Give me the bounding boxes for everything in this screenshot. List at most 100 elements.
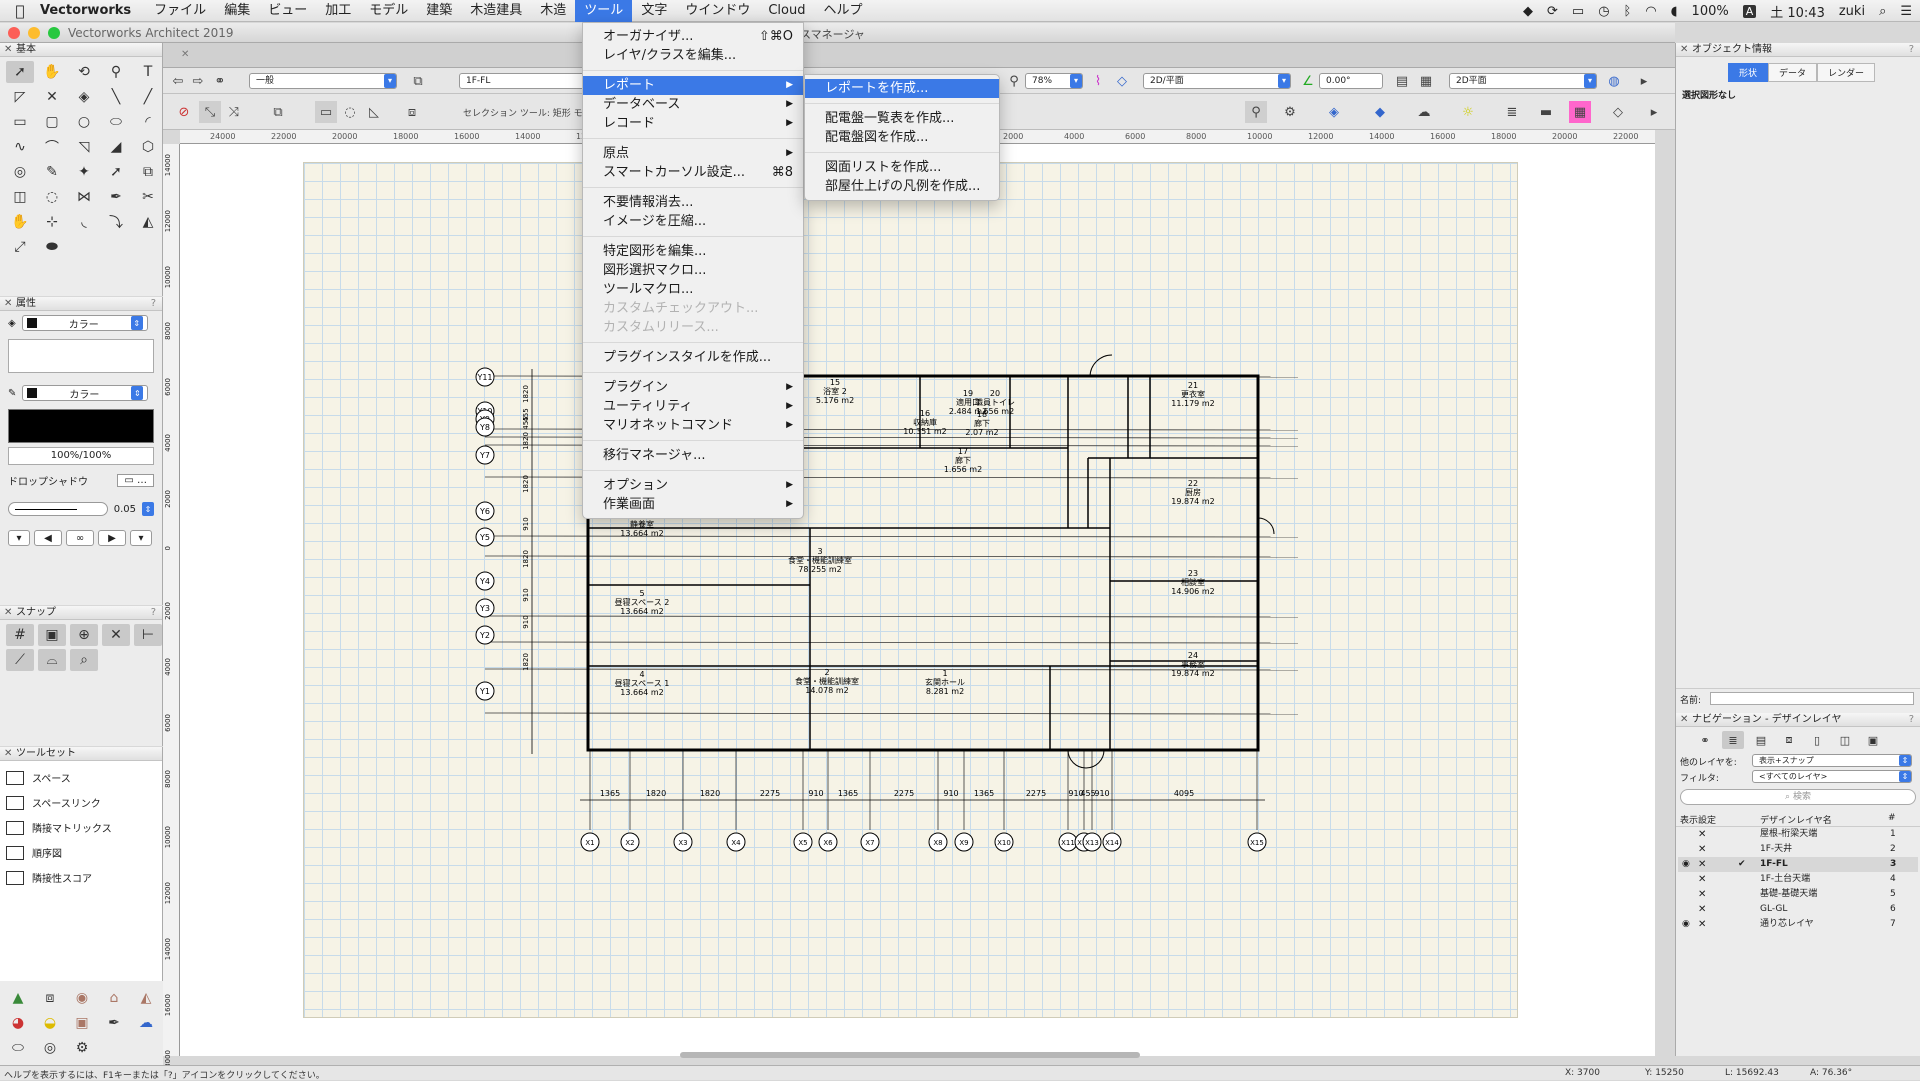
scale-tool-icon[interactable]: ⤢ bbox=[14, 239, 26, 255]
dropshadow-button[interactable]: ▭ … bbox=[117, 474, 154, 487]
landscape-tool-icon[interactable]: ◕ bbox=[11, 1015, 25, 1031]
dims-tool-icon[interactable]: ✒ bbox=[108, 1015, 120, 1031]
view-icon[interactable]: ◇ bbox=[1117, 73, 1127, 89]
snap-grid-icon[interactable]: # bbox=[6, 624, 34, 646]
toolset-item[interactable]: スペース bbox=[6, 765, 156, 790]
hidden-icon[interactable]: ✕ bbox=[1698, 889, 1707, 900]
layer-search-input[interactable]: ⌕ 検索 bbox=[1680, 789, 1916, 805]
viewports-tab-icon[interactable]: ⧈ bbox=[1785, 733, 1793, 746]
menu-item[interactable]: 部屋仕上げの凡例を作成... bbox=[805, 177, 999, 196]
page-icon[interactable]: ▤ bbox=[1395, 73, 1409, 89]
toolset-item[interactable]: 隣接性スコア bbox=[6, 865, 156, 890]
menu-item[interactable]: プラグイン▶ bbox=[583, 378, 803, 397]
snap-intersection-icon[interactable]: ✕ bbox=[102, 624, 130, 646]
menu-item[interactable]: 建築 bbox=[426, 2, 453, 18]
col-number[interactable]: # bbox=[1888, 813, 1896, 823]
gear-icon[interactable]: ⚙ bbox=[75, 1040, 89, 1056]
chevron-down-icon[interactable]: ⇕ bbox=[142, 502, 154, 516]
menu-item[interactable]: レイヤ/クラスを編集... bbox=[583, 46, 803, 65]
other-layers-dropdown[interactable]: 表示+スナップ⇕ bbox=[1752, 754, 1912, 767]
trim-tool-icon[interactable]: ✒ bbox=[110, 189, 122, 205]
search-icon[interactable]: ⚲ bbox=[1245, 101, 1267, 123]
menu-item[interactable]: 木造建具 bbox=[470, 2, 523, 18]
minimize-window-button[interactable] bbox=[28, 27, 40, 39]
regular-polygon-tool-icon[interactable]: ⬡ bbox=[141, 139, 155, 155]
double-line-tool-icon[interactable]: ◹ bbox=[78, 139, 90, 155]
pan-tool-icon[interactable]: ✋ bbox=[43, 64, 61, 80]
plug-in-tool-icon[interactable]: ⬭ bbox=[12, 1040, 24, 1056]
classes-tab-icon[interactable]: ⚭ bbox=[1700, 733, 1710, 747]
drawing-area[interactable]: 13浴室 35.176 m214浴室 25.176 m215浴室 25.176 … bbox=[180, 144, 1655, 1056]
projection-icon[interactable]: ◍ bbox=[1608, 73, 1620, 89]
apple-icon[interactable]:  bbox=[0, 2, 40, 20]
menu-item[interactable]: 配電盤図を作成... bbox=[805, 128, 999, 147]
toolset-item[interactable]: 隣接マトリックス bbox=[6, 815, 156, 840]
angle-field[interactable]: 0.00° bbox=[1319, 73, 1383, 89]
gear-icon[interactable]: ⚙ bbox=[1284, 104, 1296, 120]
back-icon[interactable]: ⇦ bbox=[172, 73, 184, 89]
selection-tool-icon[interactable]: ➚ bbox=[6, 61, 34, 83]
menu-item[interactable]: ヘルプ bbox=[823, 2, 863, 18]
snap-tangent-icon[interactable]: ⟋ bbox=[6, 649, 34, 671]
snap-smart-edge-icon[interactable]: ⌓ bbox=[38, 649, 66, 671]
spiral-tool-icon[interactable]: ◎ bbox=[13, 164, 27, 180]
zoom-tool-icon[interactable]: ⚲ bbox=[110, 64, 122, 80]
menu-item[interactable]: 木造 bbox=[540, 2, 567, 18]
line-tool-icon[interactable]: ╲ bbox=[111, 89, 121, 105]
arc-tool-icon[interactable]: ◜ bbox=[145, 114, 151, 130]
visualization-tool-icon[interactable]: ◭ bbox=[140, 990, 152, 1006]
menu-item[interactable]: プラグインスタイルを作成... bbox=[583, 348, 803, 367]
close-icon[interactable]: ✕ bbox=[1680, 714, 1689, 725]
sheet-layers-tab-icon[interactable]: ▤ bbox=[1755, 733, 1767, 747]
menu-item[interactable]: 不要情報消去... bbox=[583, 193, 803, 212]
arrow-end-button[interactable]: ▶ bbox=[98, 530, 126, 546]
saved-views-tab-icon[interactable]: ▯ bbox=[1813, 733, 1821, 747]
close-window-button[interactable] bbox=[8, 27, 20, 39]
pen-style-dropdown[interactable]: カラー⇕ bbox=[22, 385, 149, 401]
object-info-tab[interactable]: データ bbox=[1768, 63, 1818, 82]
volume-icon[interactable]: ◖ bbox=[1670, 3, 1678, 19]
col-layer-name[interactable]: デザインレイヤ名 bbox=[1760, 816, 1832, 826]
fill-preview[interactable] bbox=[8, 339, 154, 373]
arrow-start-button[interactable]: ◀ bbox=[34, 530, 62, 546]
site-tool-icon[interactable]: ▲ bbox=[12, 990, 24, 1006]
lasso-mode-icon[interactable]: ◌ bbox=[344, 104, 356, 120]
hidden-icon[interactable]: ✕ bbox=[1698, 859, 1707, 870]
close-icon[interactable]: ✕ bbox=[1680, 44, 1689, 55]
symbols-tab-icon[interactable]: ▣ bbox=[1867, 733, 1879, 747]
space-planning-tool-icon[interactable]: ▣ bbox=[75, 1015, 89, 1031]
wifi-icon[interactable]: ◠ bbox=[1645, 3, 1657, 19]
menu-item[interactable]: ファイル bbox=[154, 2, 207, 18]
snap-point-icon[interactable]: ⌕ bbox=[70, 649, 98, 671]
help-icon[interactable]: ? bbox=[1908, 44, 1914, 55]
menu-item[interactable]: ビュー bbox=[268, 2, 308, 18]
menu-item[interactable]: 文字 bbox=[641, 2, 668, 18]
menu-item[interactable]: イメージを圧縮... bbox=[583, 212, 803, 231]
stack-icon[interactable]: ≣ bbox=[1506, 104, 1518, 120]
col-visibility[interactable]: 表示設定 bbox=[1680, 816, 1717, 826]
paint-tool-icon[interactable]: ◈ bbox=[78, 89, 90, 105]
opacity-field[interactable]: 100%/100% bbox=[8, 447, 154, 465]
visibility-tool-icon[interactable]: ➚ bbox=[110, 164, 122, 180]
zoom-icon[interactable]: ⚲ bbox=[1009, 73, 1019, 89]
hidden-icon[interactable]: ✕ bbox=[1698, 829, 1707, 840]
link-icon[interactable]: ∞ bbox=[66, 530, 94, 546]
view-dropdown[interactable]: 2D/平面▾ bbox=[1143, 73, 1291, 89]
menu-item[interactable]: オーガナイザ...⇧⌘O bbox=[583, 27, 803, 46]
oval-tool-icon[interactable]: ⬭ bbox=[110, 114, 122, 130]
line-weight-value[interactable]: 0.05 bbox=[113, 503, 136, 515]
disable-interactive-scaling-icon[interactable]: ⊘ bbox=[178, 104, 190, 120]
dimension-tool-icon[interactable]: ╱ bbox=[143, 89, 153, 105]
references-tab-icon[interactable]: ◫ bbox=[1839, 733, 1851, 747]
time-machine-icon[interactable]: ◷ bbox=[1598, 3, 1610, 19]
hidden-icon[interactable]: ✕ bbox=[1698, 874, 1707, 885]
app-menu[interactable]: Vectorworks bbox=[40, 3, 132, 18]
fill-style-dropdown[interactable]: カラー⇕ bbox=[21, 315, 148, 331]
grid-icon[interactable]: ▦ bbox=[1419, 73, 1433, 89]
notification-icon[interactable]: ☰ bbox=[1900, 3, 1912, 19]
detail-tool-icon[interactable]: ⌂ bbox=[109, 990, 119, 1006]
menu-item[interactable]: スマートカーソル設定...⌘8 bbox=[583, 163, 803, 182]
